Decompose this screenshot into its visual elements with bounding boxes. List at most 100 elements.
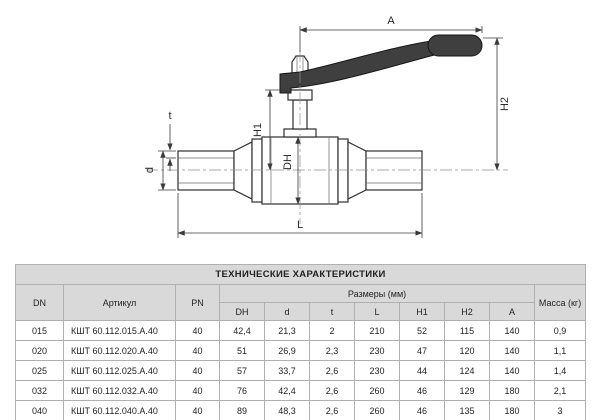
right-cone — [347, 141, 367, 200]
dn-cell: 020 — [15, 340, 64, 361]
dim-cell: 26,9 — [264, 340, 310, 361]
pn-cell: 40 — [175, 340, 220, 361]
dn-cell: 032 — [15, 380, 64, 401]
dim-label-H2: H2 — [499, 97, 511, 111]
header-dim-L: L — [354, 302, 400, 321]
dim-cell: 89 — [219, 400, 265, 420]
dim-cell: 46 — [399, 380, 445, 401]
article-cell: КШТ 60.112.015.А.40 — [63, 320, 176, 341]
dim-cell: 57 — [219, 360, 265, 381]
dim-cell: 140 — [489, 360, 535, 381]
handle-grip — [427, 34, 483, 57]
dim-label-DH: DH — [282, 154, 294, 170]
article-cell: КШТ 60.112.032.А.40 — [63, 380, 176, 401]
dim-cell: 140 — [489, 340, 535, 361]
article-cell: КШТ 60.112.020.А.40 — [63, 340, 176, 361]
dim-cell: 140 — [489, 320, 535, 341]
header-dim-DH: DH — [219, 302, 265, 321]
left-pipe — [177, 150, 235, 191]
dim-cell: 230 — [354, 360, 400, 381]
dim-cell: 48,3 — [264, 400, 310, 420]
dim-label-d: d — [144, 167, 156, 173]
mass-cell: 1,4 — [533, 360, 587, 381]
header-dimensions-group: Размеры (мм) — [219, 284, 535, 303]
article-cell: КШТ 60.112.040.А.40 — [63, 400, 176, 420]
spec-table-section: ТЕХНИЧЕСКИЕ ХАРАКТЕРИСТИКИ DN Артикул PN… — [0, 258, 600, 420]
dimension-H2: H2 — [483, 37, 511, 171]
header-dim-H2: H2 — [444, 302, 490, 321]
mass-cell: 2,1 — [533, 380, 587, 401]
header-article: Артикул — [63, 284, 176, 321]
dn-cell: 015 — [15, 320, 64, 341]
dimension-t: t — [166, 110, 176, 171]
dim-cell: 180 — [489, 380, 535, 401]
dim-cell: 21,3 — [264, 320, 310, 341]
pn-cell: 40 — [175, 360, 220, 381]
left-collar — [251, 138, 263, 203]
handle — [279, 34, 483, 94]
dim-cell: 120 — [444, 340, 490, 361]
dim-cell: 42,4 — [264, 380, 310, 401]
spec-table: ТЕХНИЧЕСКИЕ ХАРАКТЕРИСТИКИ DN Артикул PN… — [14, 264, 587, 420]
table-subheader-row: DH d t L H1 H2 A — [16, 302, 586, 321]
dim-label-L: L — [297, 219, 303, 231]
header-mass: Масса (кг) — [533, 284, 587, 321]
dim-cell: 42,4 — [219, 320, 265, 341]
valve-drawing-svg: A H2 H1 DH d t L — [144, 15, 511, 238]
mass-cell: 0,9 — [533, 320, 587, 341]
dim-cell: 76 — [219, 380, 265, 401]
dim-cell: 2,6 — [309, 380, 355, 401]
dn-cell: 040 — [15, 400, 64, 420]
dim-cell: 47 — [399, 340, 445, 361]
table-row: 025 КШТ 60.112.025.А.40 40 57 33,7 2,6 2… — [15, 360, 587, 381]
dim-cell: 129 — [444, 380, 490, 401]
dimension-DH: DH — [282, 136, 301, 205]
table-row: 032 КШТ 60.112.032.А.40 40 76 42,4 2,6 2… — [15, 380, 587, 401]
dim-label-t: t — [168, 110, 171, 122]
mass-cell: 3 — [533, 400, 587, 420]
table-header-row: DN Артикул PN Размеры (мм) Масса (кг) — [15, 284, 587, 321]
dim-label-A: A — [387, 15, 395, 27]
header-dim-A: A — [489, 302, 535, 321]
dim-cell: 51 — [219, 340, 265, 361]
dim-label-H1: H1 — [252, 123, 264, 137]
header-dim-H1: H1 — [399, 302, 445, 321]
dim-cell: 2,6 — [309, 400, 355, 420]
dimension-A: A — [299, 15, 483, 52]
table-row: 020 КШТ 60.112.020.А.40 40 51 26,9 2,3 2… — [15, 340, 587, 361]
dim-cell: 2,6 — [309, 360, 355, 381]
dim-cell: 180 — [489, 400, 535, 420]
dim-cell: 2,3 — [309, 340, 355, 361]
dim-cell: 115 — [444, 320, 490, 341]
dim-cell: 210 — [354, 320, 400, 341]
mass-cell: 1,1 — [533, 340, 587, 361]
table-row: 040 КШТ 60.112.040.А.40 40 89 48,3 2,6 2… — [15, 400, 587, 420]
dim-cell: 52 — [399, 320, 445, 341]
table-title-row: ТЕХНИЧЕСКИЕ ХАРАКТЕРИСТИКИ — [14, 264, 587, 285]
dimension-d: d — [144, 150, 176, 191]
dim-cell: 260 — [354, 380, 400, 401]
dim-cell: 46 — [399, 400, 445, 420]
pn-cell: 40 — [175, 380, 220, 401]
pn-cell: 40 — [175, 320, 220, 341]
left-cone — [233, 141, 253, 200]
right-pipe — [365, 150, 423, 191]
dim-cell: 230 — [354, 340, 400, 361]
article-cell: КШТ 60.112.025.А.40 — [63, 360, 176, 381]
dim-cell: 135 — [444, 400, 490, 420]
dim-cell: 44 — [399, 360, 445, 381]
dim-cell: 33,7 — [264, 360, 310, 381]
right-collar — [337, 138, 349, 203]
table-row: 015 КШТ 60.112.015.А.40 40 42,4 21,3 2 2… — [15, 320, 587, 341]
dn-cell: 025 — [15, 360, 64, 381]
technical-drawing: A H2 H1 DH d t L — [144, 15, 511, 238]
header-dim-t: t — [309, 302, 355, 321]
table-title: ТЕХНИЧЕСКИЕ ХАРАКТЕРИСТИКИ — [14, 264, 587, 285]
header-dim-d: d — [264, 302, 310, 321]
header-dn: DN — [15, 284, 64, 321]
dim-cell: 2 — [309, 320, 355, 341]
dimension-L: L — [177, 193, 423, 238]
dim-cell: 124 — [444, 360, 490, 381]
header-pn: PN — [175, 284, 220, 321]
dimension-H1: H1 — [252, 89, 288, 171]
